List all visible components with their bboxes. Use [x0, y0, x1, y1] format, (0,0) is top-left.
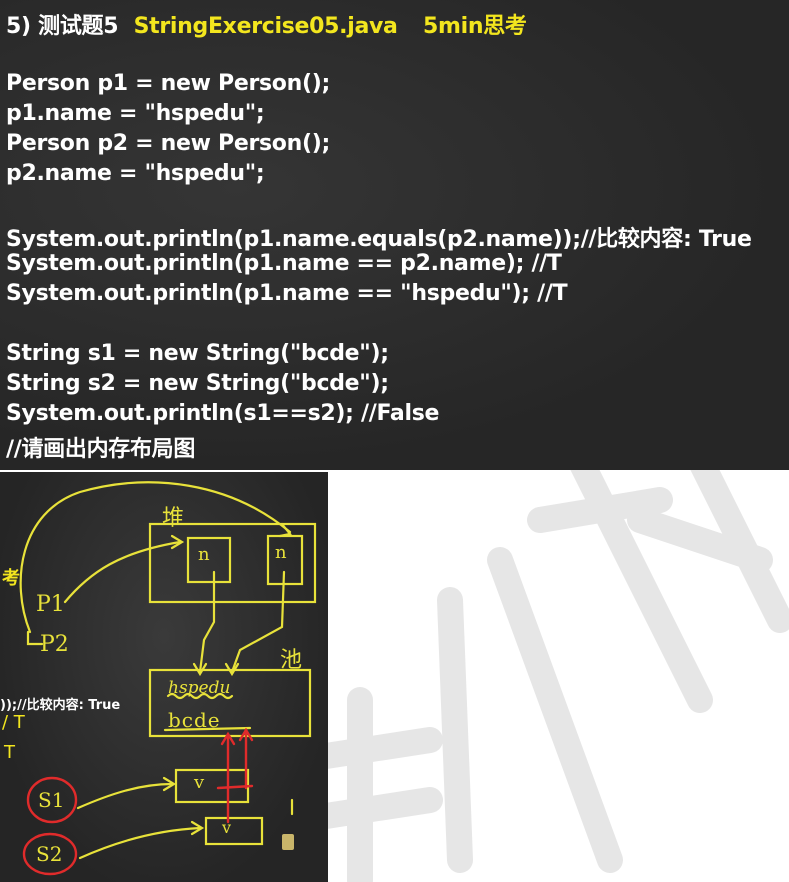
s2-reference-arrow — [78, 826, 202, 860]
s2-label: S2 — [36, 842, 63, 866]
p2-label: P2 — [40, 632, 69, 657]
object-box-2 — [266, 534, 304, 586]
code-line: System.out.println(p1.name == p2.name); … — [6, 251, 562, 276]
code-line: System.out.println(p1.name == "hspedu");… — [6, 281, 568, 306]
title-prefix: 5) 测试题5 — [6, 14, 119, 39]
value-label-2: v — [222, 818, 232, 837]
value-label-1: v — [194, 772, 205, 793]
s1-reference-arrow — [76, 782, 174, 810]
heap-box — [148, 522, 317, 604]
chalk-eraser — [282, 834, 294, 850]
edge-fragment-t1: / T — [2, 712, 25, 733]
edge-fragment-compare: ));//比较内容: True — [0, 698, 121, 713]
code-line: System.out.println(p1.name.equals(p2.nam… — [6, 227, 752, 252]
object-field-name-1: n — [198, 544, 210, 565]
edge-fragment-t2: T — [4, 742, 15, 763]
p1-label: P1 — [36, 592, 65, 617]
code-line: Person p2 = new Person(); — [6, 131, 330, 156]
title-filename: StringExercise05.java — [133, 14, 398, 39]
code-line: Person p1 = new Person(); — [6, 71, 330, 96]
heap-label: 堆 — [162, 506, 185, 531]
code-line: String s2 = new String("bcde"); — [6, 371, 389, 396]
title-think: 5min思考 — [422, 14, 527, 39]
code-line: System.out.println(s1==s2); //False — [6, 401, 440, 426]
object-to-pool-line-1 — [198, 570, 216, 674]
s1-label: S1 — [38, 788, 65, 812]
object-to-pool-line-2 — [230, 570, 286, 674]
object-field-name-2: n — [275, 542, 287, 563]
s2-circle — [22, 832, 78, 876]
pool-label: 池 — [280, 648, 303, 673]
code-line: p1.name = "hspedu"; — [6, 101, 265, 126]
p2-reference-arrow — [19, 481, 292, 634]
memory-diagram-photo: 考 ));//比较内容: True / T T — [0, 472, 328, 882]
code-line: //请画出内存布局图 — [6, 437, 196, 462]
object-box-1 — [186, 536, 232, 584]
value-box-2 — [204, 816, 264, 846]
s1-circle — [26, 776, 78, 824]
code-blackboard: 5) 测试题5 StringExercise05.java 5min思考 Per… — [0, 0, 789, 470]
chalk-drawing — [19, 481, 317, 876]
pool-string-hspedu: hspedu — [168, 678, 231, 698]
code-line: String s1 = new String("bcde"); — [6, 341, 389, 366]
p1-reference-arrow — [63, 540, 182, 604]
title-line: 5) 测试题5 StringExercise05.java 5min思考 — [6, 8, 527, 40]
edge-fragment-kao: 考 — [2, 568, 20, 589]
code-line: p2.name = "hspedu"; — [6, 161, 265, 186]
pool-string-bcde: bcde — [168, 708, 221, 732]
